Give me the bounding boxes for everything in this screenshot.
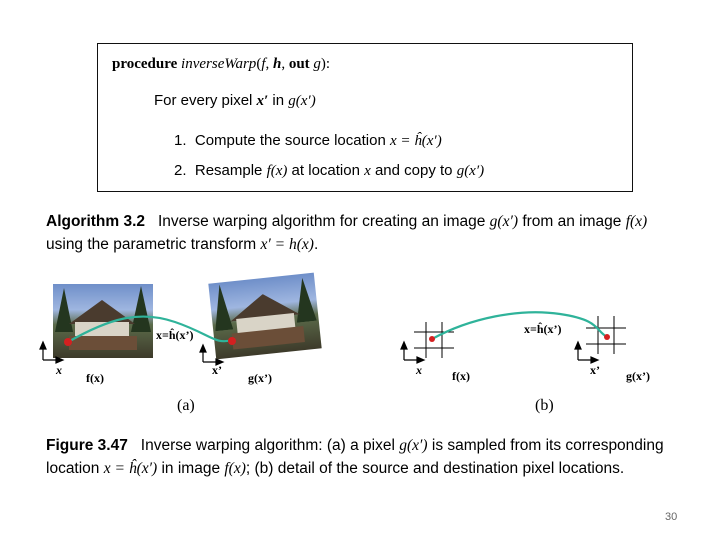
panel-label-b: (b) [535, 397, 554, 415]
figure-caption-text-3: in image [157, 460, 224, 477]
destination-pixel-dot-a [228, 337, 236, 345]
destination-pixel-dot-b [604, 334, 610, 340]
figure-caption-text-1: Inverse warping algorithm: (a) a pixel [141, 437, 399, 454]
label-xp-a: x’ [212, 363, 222, 378]
label-x-a: x [56, 363, 62, 378]
figure-caption: Figure 3.47 Inverse warping algorithm: (… [46, 434, 664, 480]
figure-caption-math-1: g(x′) [399, 437, 427, 454]
panel-label-a: (a) [177, 397, 195, 415]
axes-g-b [575, 342, 598, 363]
figure-caption-text-2: location [46, 460, 104, 477]
label-fx-b: f(x) [452, 369, 470, 384]
label-x-hat-a: x=ĥ(x’) [156, 328, 194, 343]
figure-caption-end-2: ; (b) detail of the source and destinati… [246, 460, 624, 477]
label-fx-a: f(x) [86, 371, 104, 386]
source-pixel-dot-b [429, 336, 435, 342]
page-number: 30 [665, 511, 677, 523]
figure-caption-end-1: is sampled from its corresponding [428, 437, 664, 454]
figure-label: Figure 3.47 [46, 437, 128, 454]
label-xp-b: x’ [590, 363, 600, 378]
axes-g-a [200, 345, 223, 365]
axes-f-b [401, 342, 424, 363]
label-x-b: x [416, 363, 422, 378]
label-gxp-b: g(x’) [626, 369, 650, 384]
label-gxp-a: g(x’) [248, 371, 272, 386]
figure-caption-math-2: x = ĥ(x′) [104, 460, 157, 477]
mapping-curve-b [432, 312, 607, 339]
figure-caption-math-3: f(x) [224, 460, 246, 477]
figure-caption-line-2: location x = ĥ(x′) in image f(x); (b) de… [46, 457, 664, 480]
mapping-curve-a [68, 316, 232, 342]
axes-f-a [40, 342, 63, 363]
source-pixel-dot-a [64, 338, 72, 346]
label-x-hat-b: x=ĥ(x’) [524, 322, 562, 337]
figure-caption-line-1: Figure 3.47 Inverse warping algorithm: (… [46, 434, 664, 457]
